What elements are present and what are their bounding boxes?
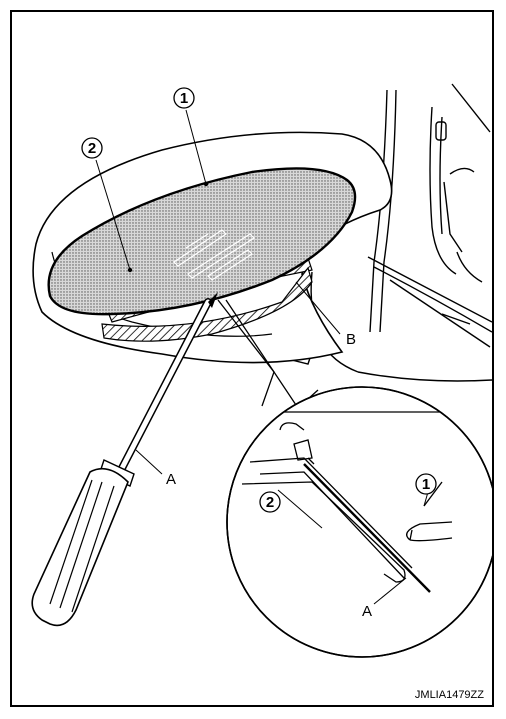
figure-code: JMLIA1479ZZ [415, 689, 484, 701]
svg-text:1: 1 [180, 90, 188, 107]
callout-2-top: 2 [81, 137, 103, 159]
svg-text:1: 1 [422, 476, 430, 493]
svg-text:2: 2 [266, 494, 274, 511]
label-B: B [346, 331, 356, 348]
callout-leaders [95, 109, 429, 605]
callout-1-detail: 1 [415, 473, 437, 495]
detail-view [226, 386, 492, 658]
label-A-detail: A [362, 603, 372, 620]
figure-frame: 1 2 1 2 B A A JMLIA1479ZZ [10, 10, 494, 707]
screwdriver [31, 292, 218, 627]
callout-2-detail: 2 [259, 491, 281, 513]
label-A-tool: A [166, 471, 176, 488]
mirror-glass-removal-diagram: 1 2 1 2 B A A JMLIA1479ZZ [31, 83, 492, 701]
mirror-glass [47, 167, 357, 316]
callout-1-top: 1 [173, 87, 195, 109]
svg-text:2: 2 [88, 140, 96, 157]
